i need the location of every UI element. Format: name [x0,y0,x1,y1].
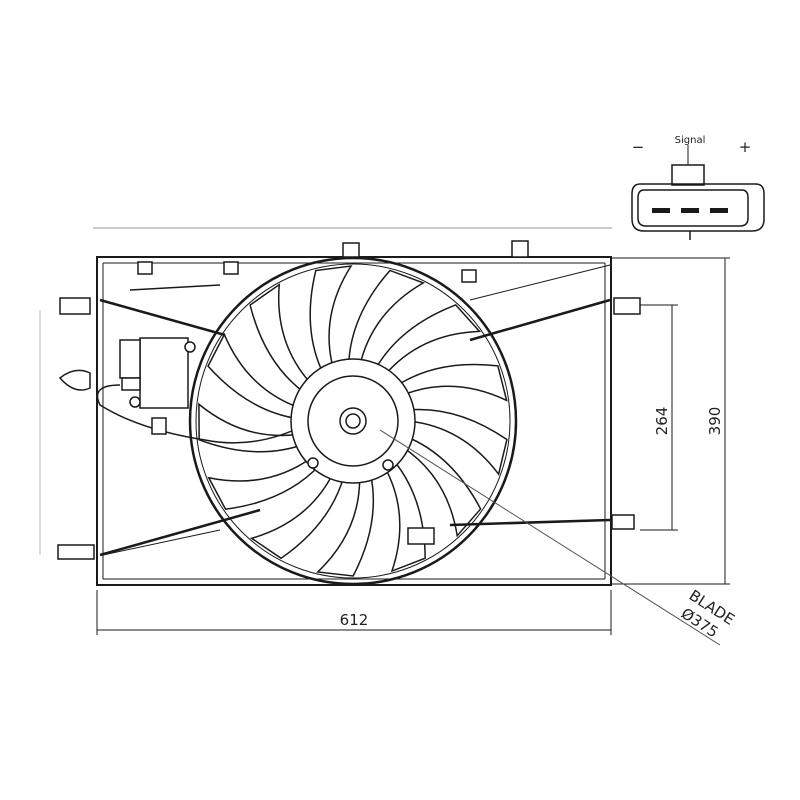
fan-blade [249,283,313,395]
fan-blade [198,402,304,453]
fan-blades [198,265,508,577]
connector-plus-label: + [739,138,752,156]
fan-blade [249,472,345,560]
height-dimension: 390 [706,407,724,436]
fan-blade [309,265,353,375]
fan-blade [373,304,482,377]
fan-blade [207,332,300,420]
fan-hub [290,358,435,545]
connector-minus-label: − [632,138,645,156]
connector-diagram [631,145,765,240]
resistor-module [96,337,306,444]
fan-blade [347,269,426,367]
mounting-tabs [57,240,641,560]
fan-blade [207,456,321,510]
fan-blade [406,408,508,476]
width-dimension: 612 [340,611,369,629]
mount-spacing-dimension: 264 [653,407,671,436]
fan-blade [401,435,482,538]
connector-signal-label: Signal [675,135,706,146]
fan-blade [316,473,375,577]
fan-ring [188,256,518,586]
fan-blade [395,363,508,402]
connector-pins [652,208,728,213]
fan-blade [383,458,426,573]
dimension-lines [39,227,730,646]
